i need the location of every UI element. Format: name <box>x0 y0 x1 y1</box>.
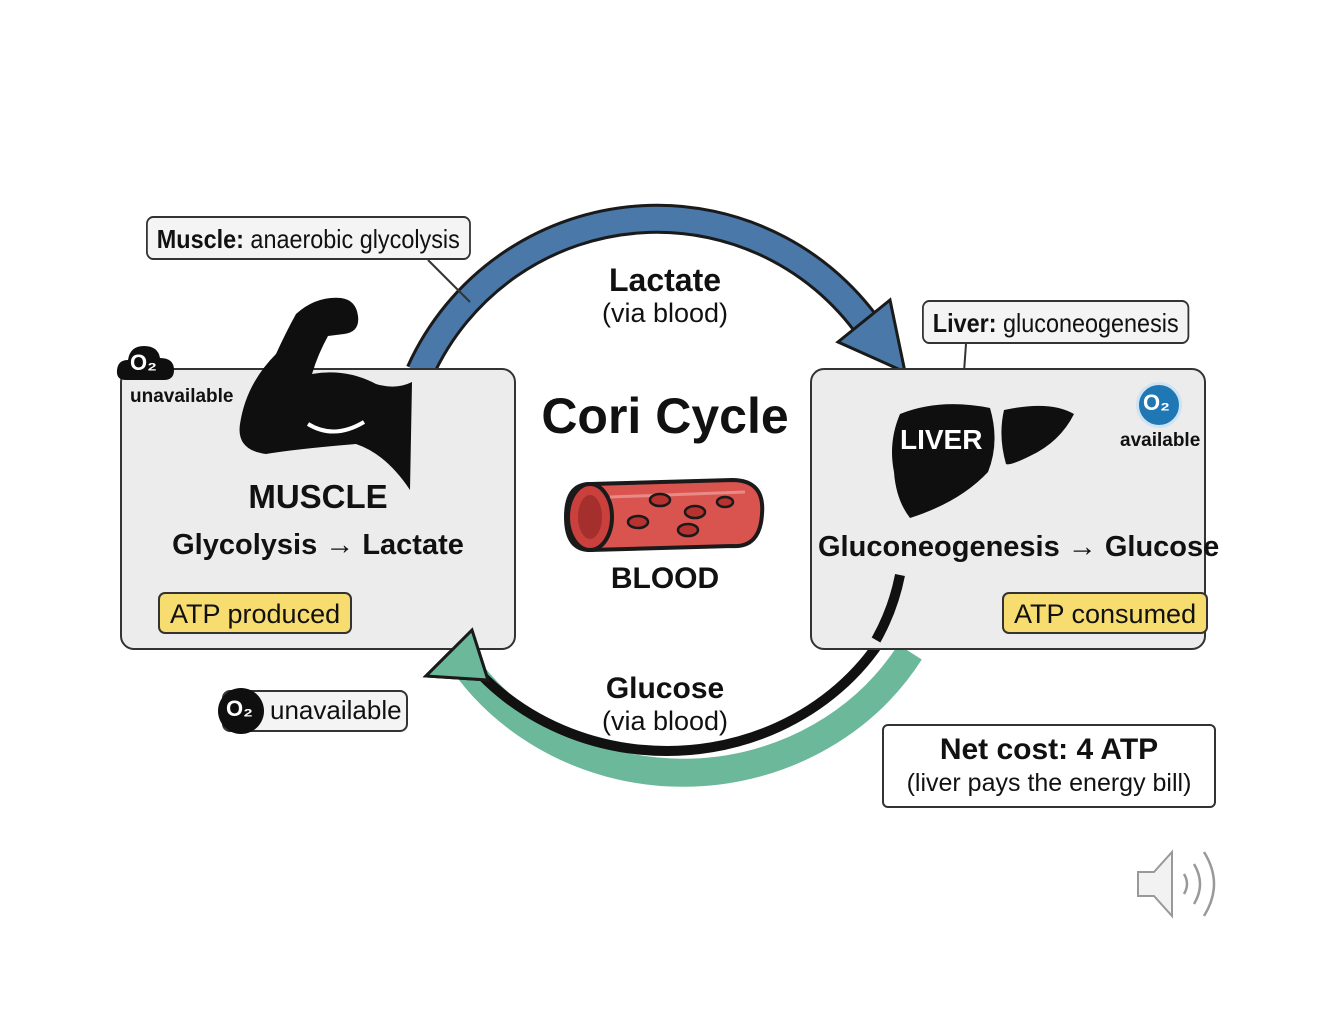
glucose-label: Glucose <box>605 672 725 705</box>
liver-callout: Liver: gluconeogenesis <box>922 300 1190 344</box>
atp-consumed-badge: ATP consumed <box>1002 592 1209 634</box>
lactate-sub: (via blood) <box>601 298 729 328</box>
diagram-title: Cori Cycle <box>541 388 789 444</box>
liver-icon <box>892 404 1074 518</box>
glucose-label-group: Glucose (via blood) <box>560 672 770 736</box>
muscle-o2-status: unavailable <box>130 386 234 407</box>
muscle-callout-text: anaerobic glycolysis <box>243 224 460 254</box>
muscle-callout: Muscle: anaerobic glycolysis <box>146 216 471 260</box>
flexed-arm-icon <box>239 297 412 490</box>
muscle-o2-symbol: O₂ <box>130 350 157 375</box>
speaker-icon[interactable] <box>1134 846 1230 922</box>
blood-label: BLOOD <box>610 562 720 595</box>
lactate-label: Lactate <box>608 262 722 298</box>
liver-callout-text: gluconeogenesis <box>996 308 1179 338</box>
glucose-sub: (via blood) <box>601 706 729 736</box>
net-cost-sub: (liver pays the energy bill) <box>906 769 1192 797</box>
o2-black-circle-icon <box>218 688 264 734</box>
muscle-name: MUSCLE <box>248 478 388 515</box>
liver-reaction: Gluconeogenesis → Glucose <box>818 531 1220 563</box>
bottom-o2-symbol: O₂ <box>226 696 253 721</box>
liver-o2-symbol: O₂ <box>1143 390 1170 415</box>
lactate-arrow <box>406 203 908 379</box>
net-cost-title: Net cost: 4 ATP <box>939 733 1159 766</box>
muscle-callout-bold: Muscle: <box>156 224 244 254</box>
liver-o2-status: available <box>1120 430 1201 451</box>
cloud-icon <box>116 346 174 380</box>
liver-organ-label: LIVER <box>900 424 983 455</box>
atp-produced-badge: ATP produced <box>158 592 353 634</box>
lactate-label-group: Lactate (via blood) <box>560 262 770 328</box>
o2-available-icon <box>1136 382 1182 428</box>
liver-callout-bold: Liver: <box>932 308 997 338</box>
muscle-callout-leader <box>427 259 471 303</box>
bottom-o2-status: unavailable <box>270 695 402 725</box>
blood-vessel-icon <box>563 477 765 553</box>
net-cost-box: Net cost: 4 ATP (liver pays the energy b… <box>882 724 1216 808</box>
muscle-reaction: Glycolysis → Lactate <box>172 529 464 561</box>
